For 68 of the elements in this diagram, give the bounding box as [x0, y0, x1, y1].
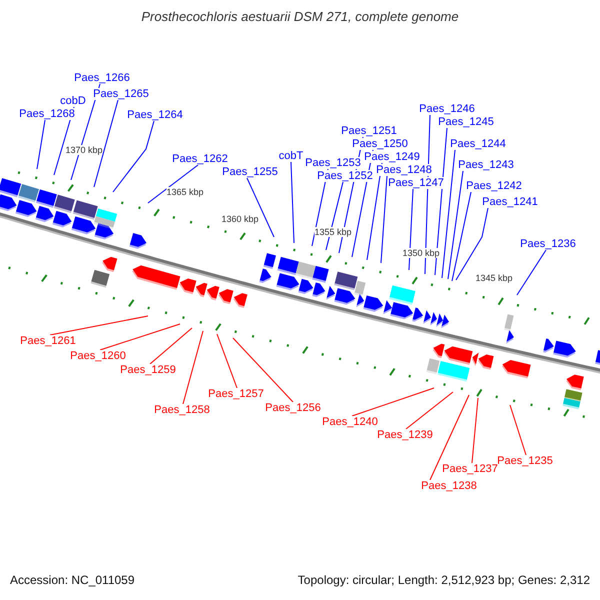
leader-line	[448, 170, 464, 280]
leader-line	[148, 164, 198, 204]
gene-label: Paes_1244	[450, 138, 506, 150]
leader-line	[112, 120, 154, 192]
leader-line	[510, 404, 526, 456]
position-label: 1350 kbp	[402, 248, 440, 258]
gene-label: Paes_1257	[208, 388, 264, 400]
position-label: 1345 kbp	[475, 273, 513, 283]
gene-label: Paes_1259	[120, 364, 176, 376]
gene-label: Paes_1236	[520, 238, 576, 250]
gene-label: Paes_1238	[421, 480, 477, 492]
position-label: 1360 kbp	[221, 214, 259, 224]
genome-summary-text: Topology: circular; Length: 2,512,923 bp; Genes: 2,312	[298, 573, 590, 587]
leader-line	[290, 162, 294, 244]
gene-label: Paes_1250	[352, 138, 408, 150]
title: Prosthecochloris aestuarii DSM 271, complete genome	[140, 9, 460, 24]
gene-label: Paes_1235	[497, 455, 553, 467]
leader-line	[94, 100, 118, 188]
gene-label: Paes_1249	[364, 151, 420, 163]
gene-label: Paes_1247	[388, 177, 444, 189]
gene-label: Paes_1237	[442, 463, 498, 475]
gene-label: Paes_1241	[482, 196, 538, 208]
position-label: 1370 kbp	[65, 145, 103, 155]
gene-label: Paes_1255	[222, 166, 278, 178]
leader-line	[406, 392, 454, 430]
leader-line	[456, 208, 488, 280]
gene-label: Paes_1261	[20, 335, 76, 347]
leader-line	[100, 324, 180, 350]
leader-line	[516, 250, 546, 296]
gene-label: cobD	[60, 95, 86, 107]
leader-line	[442, 150, 456, 278]
position-label: 1365 kbp	[166, 187, 204, 197]
gene-label: Paes_1245	[438, 116, 494, 128]
gene-label: Paes_1253	[305, 157, 361, 169]
leader-line	[430, 394, 470, 480]
gene-label: Paes_1248	[376, 164, 432, 176]
gene-label: Paes_1264	[127, 109, 183, 121]
leader-line	[36, 120, 46, 170]
gene-label: Paes_1258	[154, 404, 210, 416]
accession-text: Accession: NC_011059	[10, 573, 135, 587]
gene-label: Paes_1252	[317, 170, 373, 182]
leader-line	[216, 334, 238, 388]
leader-line	[246, 178, 274, 238]
gene-label: Paes_1260	[70, 350, 126, 362]
leader-line	[352, 388, 434, 416]
leader-line	[380, 176, 388, 264]
leader-line	[472, 398, 478, 464]
gene-label: Paes_1246	[419, 103, 475, 115]
gene-label: Paes_1262	[172, 153, 228, 165]
gene-label: Paes_1268	[19, 108, 75, 120]
gene-label: Paes_1265	[93, 88, 149, 100]
leader-line	[408, 188, 414, 270]
leader-line	[50, 316, 148, 336]
leader-line	[366, 162, 382, 260]
leader-line	[452, 192, 472, 282]
gene-label: cobT	[278, 150, 304, 162]
gene-label: Paes_1243	[458, 159, 514, 171]
leader-line	[326, 182, 344, 250]
gene-label: Paes_1239	[377, 429, 433, 441]
gene-label: Paes_1240	[322, 416, 378, 428]
gene-label: Paes_1266	[74, 72, 130, 84]
gene-label: Paes_1251	[341, 125, 397, 137]
leader-line	[182, 330, 204, 404]
gene-label: Paes_1242	[466, 180, 522, 192]
gene-label: Paes_1256	[265, 402, 321, 414]
leader-line	[150, 328, 192, 364]
position-label: 1355 kbp	[314, 227, 352, 237]
leader-line	[232, 338, 294, 402]
